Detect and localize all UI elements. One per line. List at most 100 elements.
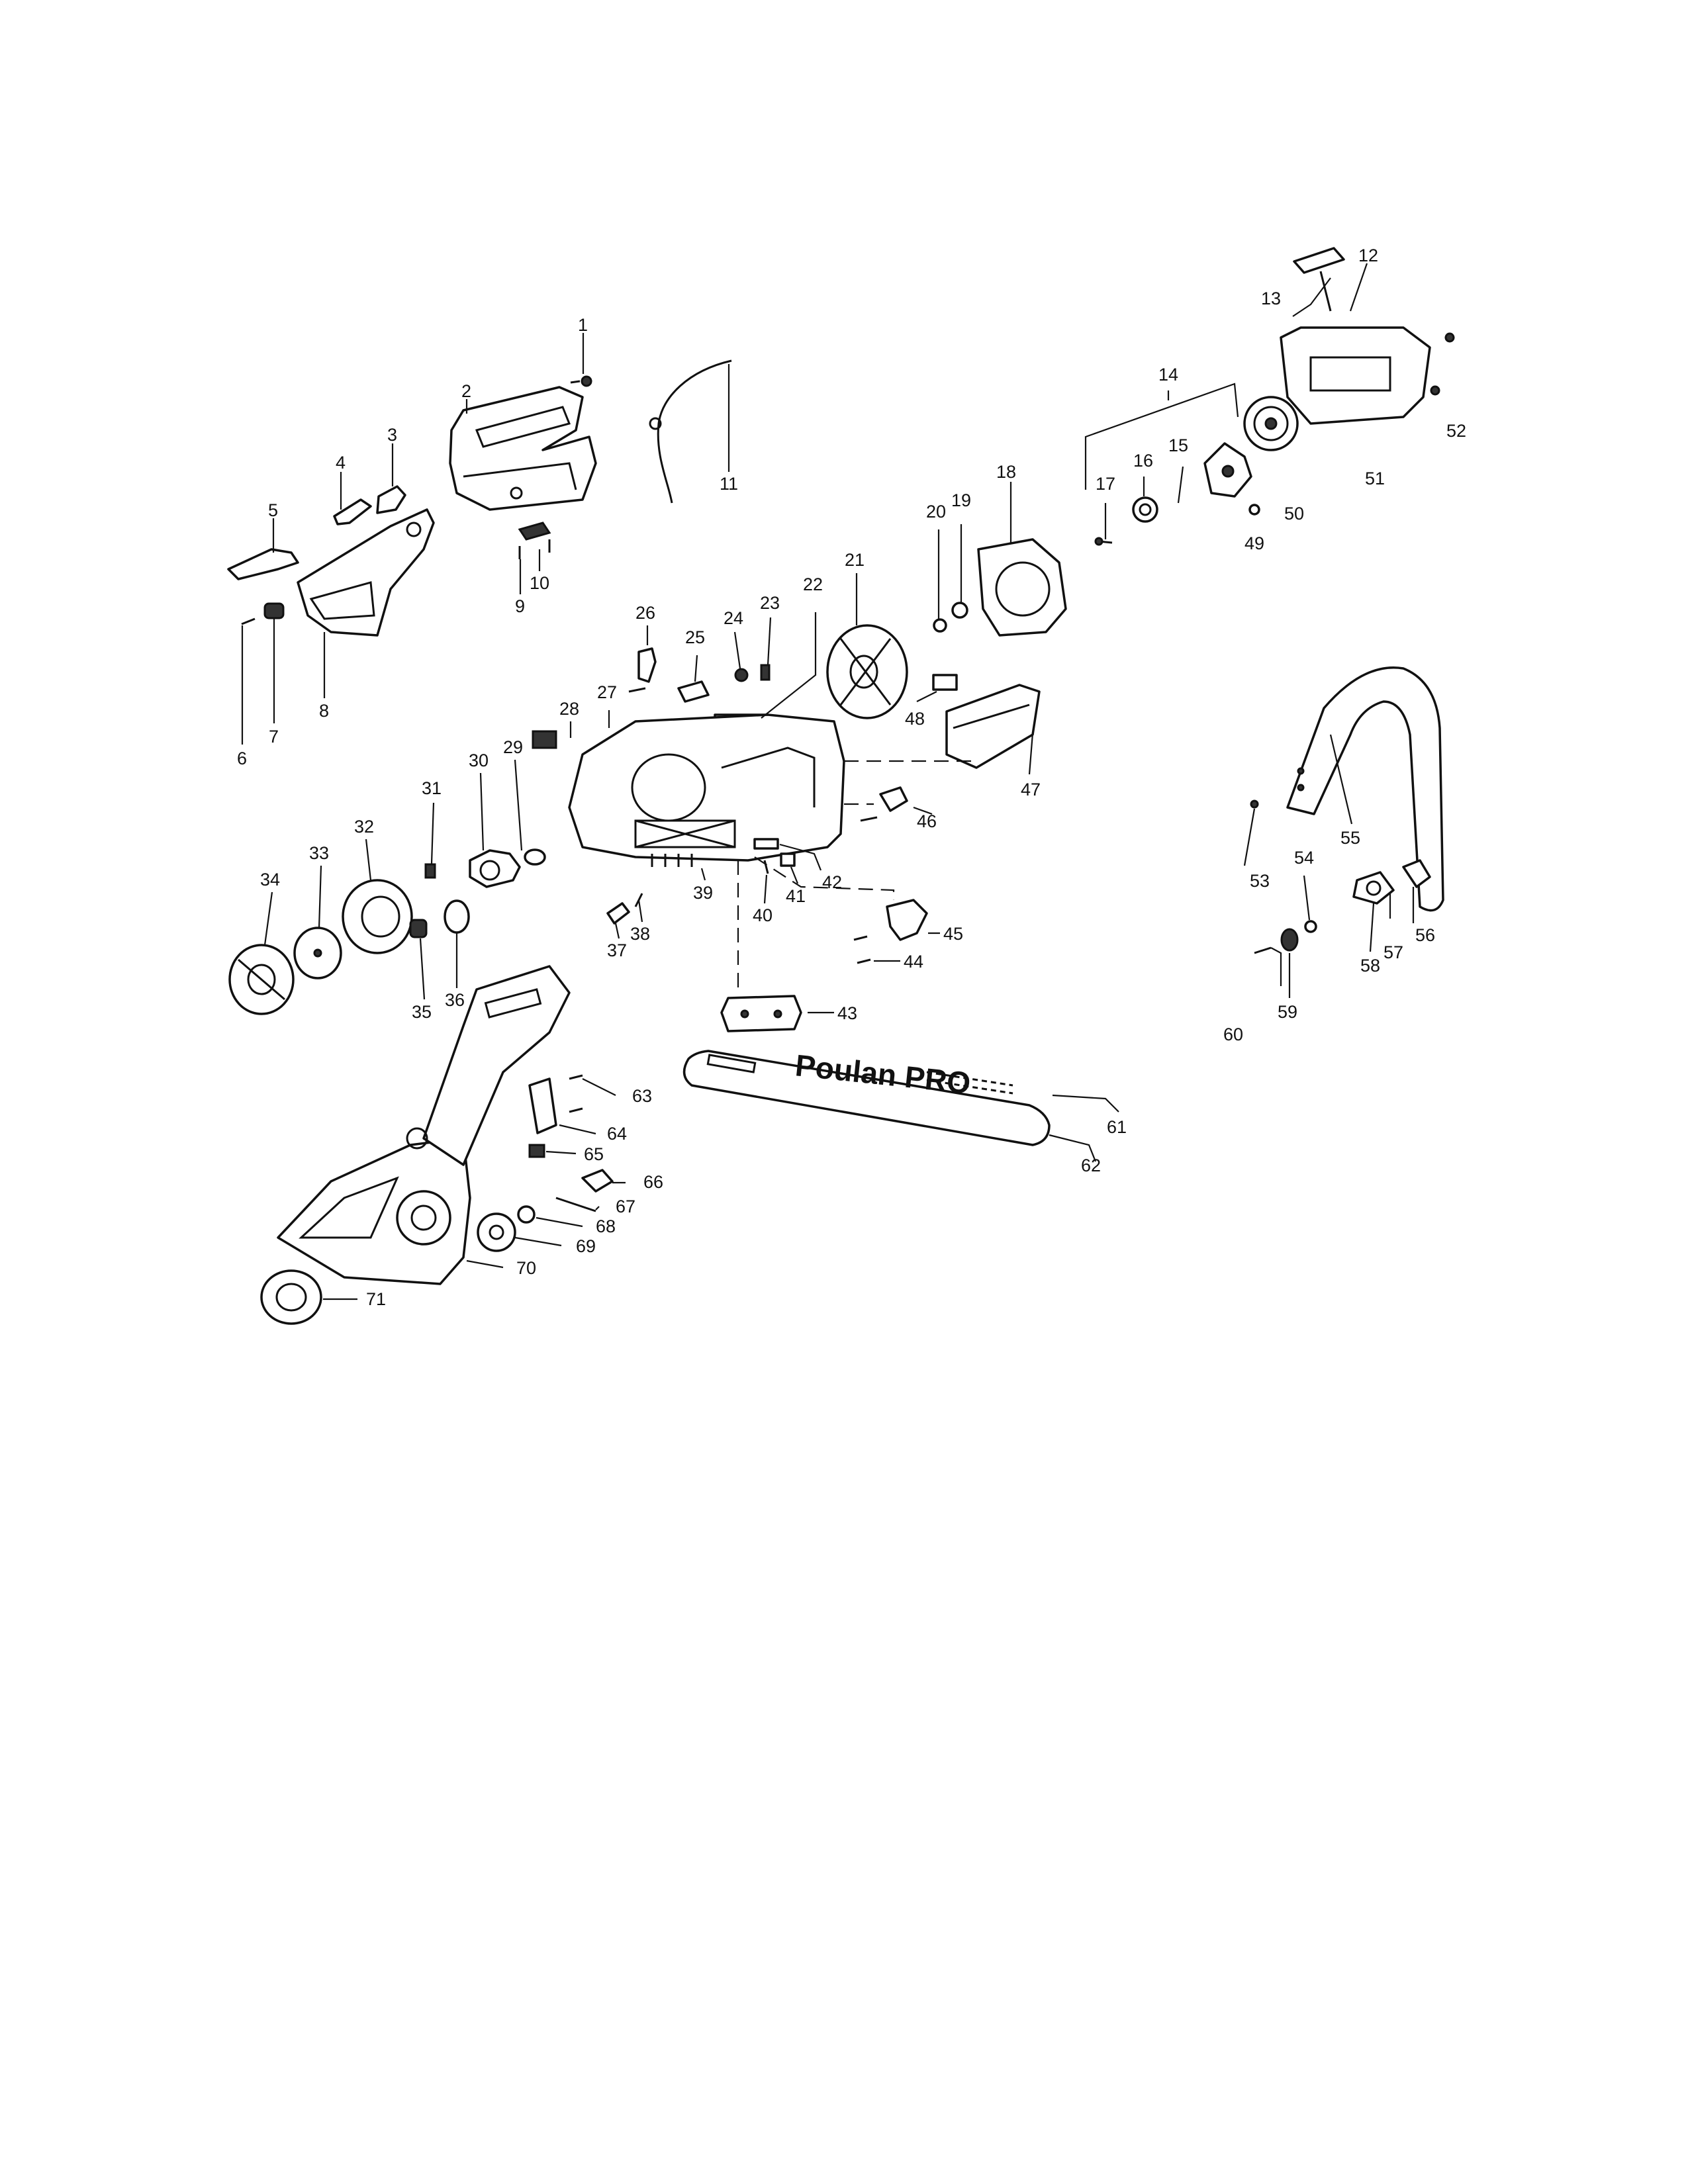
- part-34-clutch: [228, 944, 295, 1015]
- callout-47: 47: [1021, 780, 1041, 799]
- part-44-screw: [853, 935, 871, 964]
- callout-64: 64: [607, 1124, 627, 1144]
- callout-51: 51: [1365, 469, 1385, 488]
- part-63-screw: [569, 1074, 583, 1113]
- part-65-nut: [528, 1144, 545, 1158]
- callout-29: 29: [503, 737, 523, 757]
- part-6-screw: [241, 617, 256, 625]
- part-47-cover: [945, 684, 1041, 769]
- part-3-lever: [376, 485, 406, 514]
- part-35-bearing: [409, 919, 428, 938]
- part-19-20-washers: [933, 602, 968, 633]
- callout-61: 61: [1107, 1117, 1127, 1137]
- callout-23: 23: [760, 593, 780, 613]
- part-26-primer: [628, 647, 657, 693]
- part-29-bushing: [524, 848, 546, 866]
- part-21-flywheel: [826, 624, 908, 719]
- callout-34: 34: [260, 870, 280, 889]
- part-32-clutch-drum: [342, 879, 413, 954]
- callout-37: 37: [607, 940, 627, 960]
- callout-70: 70: [516, 1258, 536, 1278]
- callout-21: 21: [845, 550, 865, 570]
- callout-13: 13: [1261, 289, 1281, 308]
- part-8-throttle-handle: [297, 508, 435, 637]
- part-7-bushing: [263, 602, 285, 619]
- callout-48: 48: [905, 709, 925, 729]
- callout-20: 20: [926, 502, 946, 522]
- callout-69: 69: [576, 1236, 596, 1256]
- part-4-lever: [333, 498, 372, 525]
- alignment-dashes: [737, 760, 976, 993]
- callout-14: 14: [1158, 365, 1178, 385]
- part-23-spring: [760, 664, 771, 681]
- part-2-handle-cover: [449, 386, 597, 511]
- callout-19: 19: [951, 490, 971, 510]
- callout-7: 7: [269, 727, 279, 747]
- part-57-56-bracket: [1402, 859, 1431, 888]
- callout-57: 57: [1383, 942, 1403, 962]
- callout-63: 63: [632, 1086, 652, 1106]
- part-15-pawl-plate: [1203, 442, 1252, 498]
- callout-17: 17: [1096, 474, 1115, 494]
- part-66-clip: [581, 1169, 614, 1193]
- callout-33: 33: [309, 843, 329, 863]
- callout-55: 55: [1340, 828, 1360, 848]
- part-58-av-mount: [1352, 871, 1395, 905]
- callout-16: 16: [1133, 451, 1153, 471]
- part-33-washer: [293, 927, 342, 979]
- part-54-washer: [1304, 920, 1317, 933]
- callout-52: 52: [1446, 421, 1466, 441]
- callout-11: 11: [720, 474, 738, 494]
- callout-3: 3: [387, 425, 397, 445]
- parts-artwork: Poulan PRO: [227, 247, 1455, 1325]
- callout-25: 25: [685, 627, 705, 647]
- callout-67: 67: [616, 1197, 635, 1216]
- part-67-bolt: [555, 1197, 596, 1212]
- part-41-clip: [780, 852, 796, 867]
- callout-1: 1: [578, 315, 588, 335]
- callout-18: 18: [996, 462, 1016, 482]
- callout-41: 41: [786, 886, 806, 906]
- callout-53: 53: [1250, 871, 1270, 891]
- callout-62: 62: [1081, 1156, 1101, 1175]
- callout-27: 27: [597, 682, 617, 702]
- callout-45: 45: [943, 924, 963, 944]
- callout-26: 26: [635, 603, 655, 623]
- part-43-bar-plate: [720, 995, 802, 1032]
- part-55-handle-bar: [1286, 666, 1444, 912]
- part-45-baffle: [886, 899, 928, 941]
- callout-30: 30: [469, 751, 489, 770]
- part-5-trigger: [227, 548, 299, 580]
- callout-50: 50: [1284, 504, 1304, 523]
- part-62-guide-bar: [682, 1050, 1051, 1146]
- callout-46: 46: [917, 811, 937, 831]
- callout-38: 38: [630, 924, 650, 944]
- part-31-spring: [424, 863, 436, 879]
- part-17-screw: [1094, 537, 1113, 546]
- callout-54: 54: [1294, 848, 1314, 868]
- part-25-bracket: [677, 680, 710, 703]
- callout-32: 32: [354, 817, 374, 837]
- part-49-washer: [1248, 504, 1260, 516]
- part-51-starter-housing: [1280, 326, 1431, 425]
- part-39-screws: [651, 854, 693, 867]
- part-40-screw: [763, 860, 769, 874]
- part-24-plug: [734, 668, 749, 682]
- part-50-pulley: [1243, 396, 1299, 451]
- part-engine-housing: [568, 713, 845, 862]
- part-53-screw: [1250, 799, 1259, 809]
- part-64-tensioner: [528, 1077, 557, 1134]
- callout-2: 2: [461, 381, 471, 401]
- callout-60: 60: [1223, 1024, 1243, 1044]
- part-30-oil-pump: [469, 849, 521, 888]
- part-61-chain: [926, 1071, 1013, 1095]
- callout-24: 24: [724, 608, 743, 628]
- callout-12: 12: [1358, 246, 1378, 265]
- callout-15: 15: [1168, 435, 1188, 455]
- callout-66: 66: [643, 1172, 663, 1192]
- callout-28: 28: [559, 699, 579, 719]
- callout-44: 44: [904, 952, 923, 972]
- callout-40: 40: [753, 905, 773, 925]
- callout-59: 59: [1278, 1002, 1297, 1022]
